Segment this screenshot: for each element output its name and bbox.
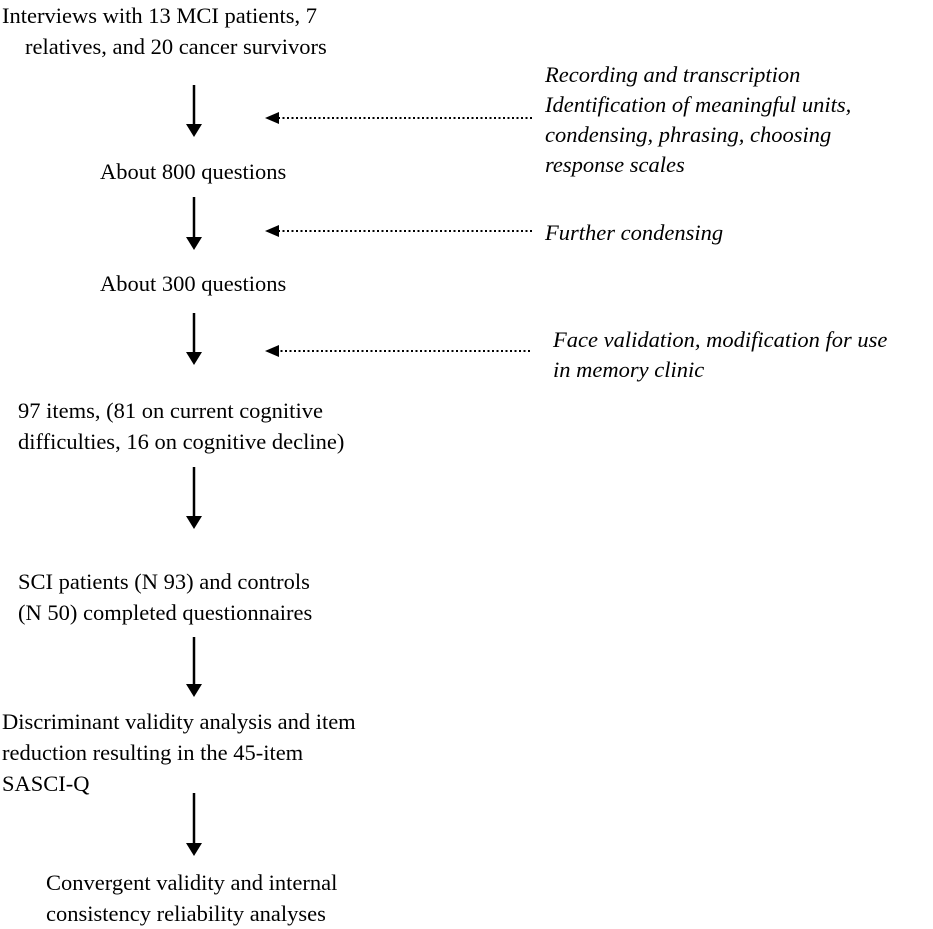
dotted-arrow-3: [265, 345, 530, 357]
step-line: reduction resulting in the 45-item: [2, 740, 304, 765]
step-line: About 800 questions: [100, 159, 287, 184]
step-line: SASCI-Q: [2, 771, 90, 796]
step-300-questions: About 300 questions: [100, 268, 286, 299]
note-line: Face validation, modification for use: [553, 327, 888, 352]
step-line: consistency reliability analyses: [46, 901, 326, 926]
down-arrow-3: [186, 313, 202, 365]
step-sci-patients: SCI patients (N 93) and controls (N 50) …: [18, 566, 312, 628]
dotted-arrow-1: [265, 112, 532, 124]
step-line: (N 50) completed questionnaires: [18, 600, 313, 625]
down-arrow-5: [186, 637, 202, 697]
down-arrow-6: [186, 793, 202, 856]
note-recording: Recording and transcription Identificati…: [545, 60, 851, 180]
down-arrow-2: [186, 197, 202, 250]
step-line: Interviews with 13 MCI patients, 7: [2, 3, 317, 28]
note-line: Identification of meaningful units,: [545, 92, 852, 117]
step-line: 97 items, (81 on current cognitive: [18, 398, 323, 423]
dotted-arrow-2: [265, 225, 532, 237]
step-line: Convergent validity and internal: [46, 870, 338, 895]
step-interviews: Interviews with 13 MCI patients, 7 relat…: [2, 0, 327, 62]
down-arrow-4: [186, 467, 202, 529]
down-arrow-1: [186, 85, 202, 137]
step-convergent-validity: Convergent validity and internal consist…: [46, 867, 337, 929]
step-line: Discriminant validity analysis and item: [2, 709, 356, 734]
step-line: difficulties, 16 on cognitive decline): [18, 429, 345, 454]
note-line: Further condensing: [545, 220, 724, 245]
note-line: response scales: [545, 152, 685, 177]
note-line: Recording and transcription: [545, 62, 801, 87]
step-800-questions: About 800 questions: [100, 156, 286, 187]
note-line: condensing, phrasing, choosing: [545, 122, 832, 147]
step-line: relatives, and 20 cancer survivors: [25, 34, 327, 59]
step-discriminant-validity: Discriminant validity analysis and item …: [2, 706, 356, 799]
step-line: SCI patients (N 93) and controls: [18, 569, 310, 594]
step-line: About 300 questions: [100, 271, 287, 296]
step-97-items: 97 items, (81 on current cognitive diffi…: [18, 395, 344, 457]
note-line: in memory clinic: [553, 357, 705, 382]
note-further-condensing: Further condensing: [545, 218, 723, 248]
note-face-validation: Face validation, modification for use in…: [553, 325, 887, 385]
